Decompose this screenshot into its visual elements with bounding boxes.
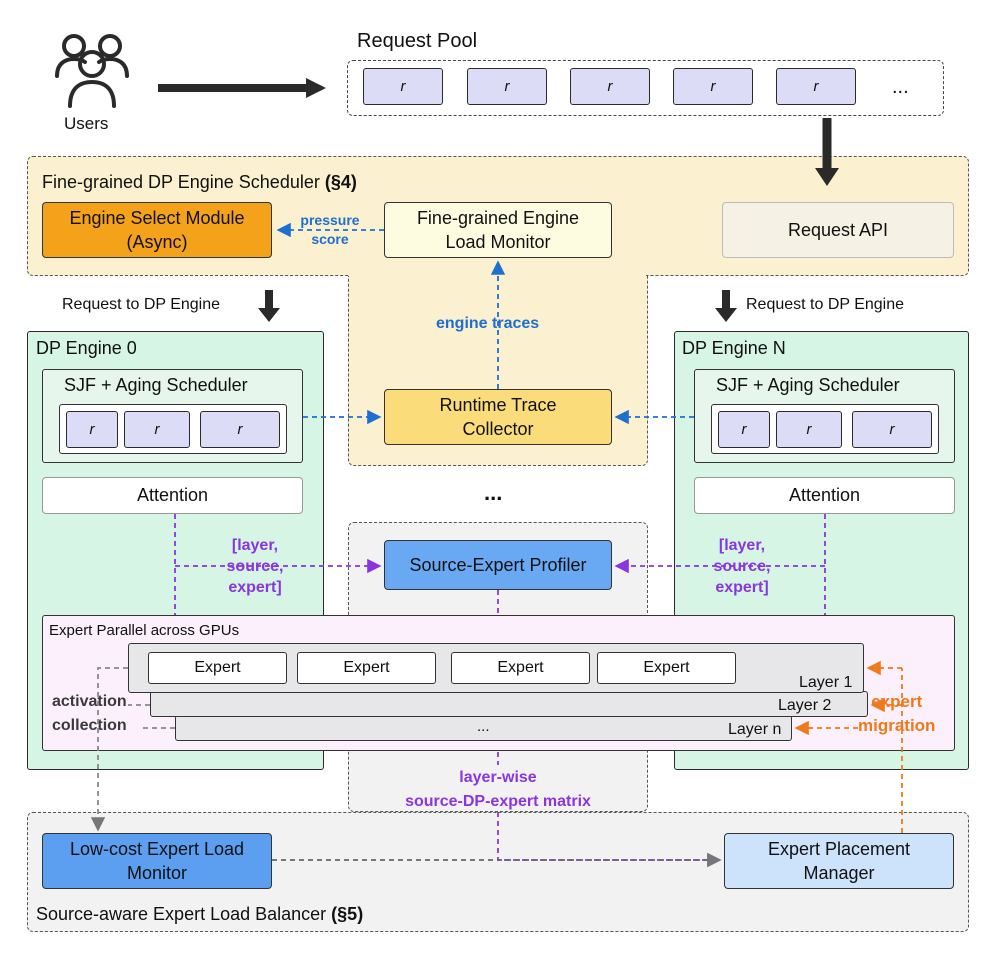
queue-request: r <box>718 411 770 448</box>
expert-box: Expert <box>148 652 287 684</box>
attention-n: Attention <box>694 477 955 514</box>
layer-2-box <box>150 691 868 717</box>
engine-traces-label: engine traces <box>436 315 540 332</box>
engines-ellipsis: ... <box>484 480 503 505</box>
queue-request: r <box>776 411 842 448</box>
pool-request: r <box>570 68 650 105</box>
expert-parallel-title: Expert Parallel across GPUs <box>49 622 240 639</box>
expert-box: Expert <box>297 652 436 684</box>
dispatch-arrow-left <box>258 290 280 322</box>
request-pool-title: Request Pool <box>357 30 478 52</box>
queue-request: r <box>200 411 280 448</box>
pool-request: r <box>776 68 856 105</box>
layer-2-label: Layer 2 <box>778 697 832 714</box>
expert-box: Expert <box>597 652 736 684</box>
dispatch-label-right: Request to DP Engine <box>746 296 905 313</box>
request-pool <box>347 60 944 116</box>
profile-label-left: [layer, source, expert] <box>226 537 284 596</box>
balancer-title: Source-aware Expert Load Balancer (§5) <box>36 904 364 924</box>
dispatch-arrow-right <box>715 290 737 322</box>
matrix-label: layer-wise source-DP-expert matrix <box>405 769 591 810</box>
pool-to-api-arrow <box>815 118 839 186</box>
request-api: Request API <box>722 202 954 258</box>
activation-collection-label: activation collection <box>52 693 127 734</box>
sjf-scheduler-0-label: SJF + Aging Scheduler <box>64 375 248 395</box>
expert-placement-manager: Expert Placement Manager <box>724 833 954 889</box>
pressure-score-label: pressure score <box>300 212 360 247</box>
dp-engine-0-title: DP Engine 0 <box>36 338 137 358</box>
scheduler-title: Fine-grained DP Engine Scheduler (§4) <box>42 172 357 192</box>
pool-request: r <box>363 68 443 105</box>
layer-1-label: Layer 1 <box>799 674 853 691</box>
expert-migration-label: expert migration <box>858 692 936 735</box>
users-label: Users <box>64 114 109 133</box>
pool-request: r <box>673 68 753 105</box>
layer-n-box <box>175 715 792 741</box>
users-icon <box>55 34 129 108</box>
dispatch-label-left: Request to DP Engine <box>62 296 221 313</box>
expert-box: Expert <box>451 652 590 684</box>
queue-request: r <box>852 411 932 448</box>
pool-ellipsis: ... <box>892 76 909 98</box>
engine-select-module: Engine Select Module (Async) <box>42 202 272 258</box>
queue-request: r <box>124 411 190 448</box>
queue-request: r <box>66 411 118 448</box>
profile-label-right: [layer, source, expert] <box>713 537 771 596</box>
source-expert-profiler: Source-Expert Profiler <box>384 540 612 590</box>
attention-0: Attention <box>42 477 303 514</box>
runtime-trace-collector: Runtime Trace Collector <box>384 389 612 445</box>
engine-load-monitor: Fine-grained Engine Load Monitor <box>384 202 612 258</box>
layer-n-label: Layer n <box>728 721 782 738</box>
dp-engine-n-title: DP Engine N <box>682 338 786 358</box>
users-to-pool-arrow <box>158 78 326 98</box>
sjf-scheduler-n-label: SJF + Aging Scheduler <box>716 375 900 395</box>
low-cost-expert-load-monitor: Low-cost Expert Load Monitor <box>42 833 272 889</box>
pool-request: r <box>467 68 547 105</box>
layer-ellipsis: ... <box>477 718 490 735</box>
